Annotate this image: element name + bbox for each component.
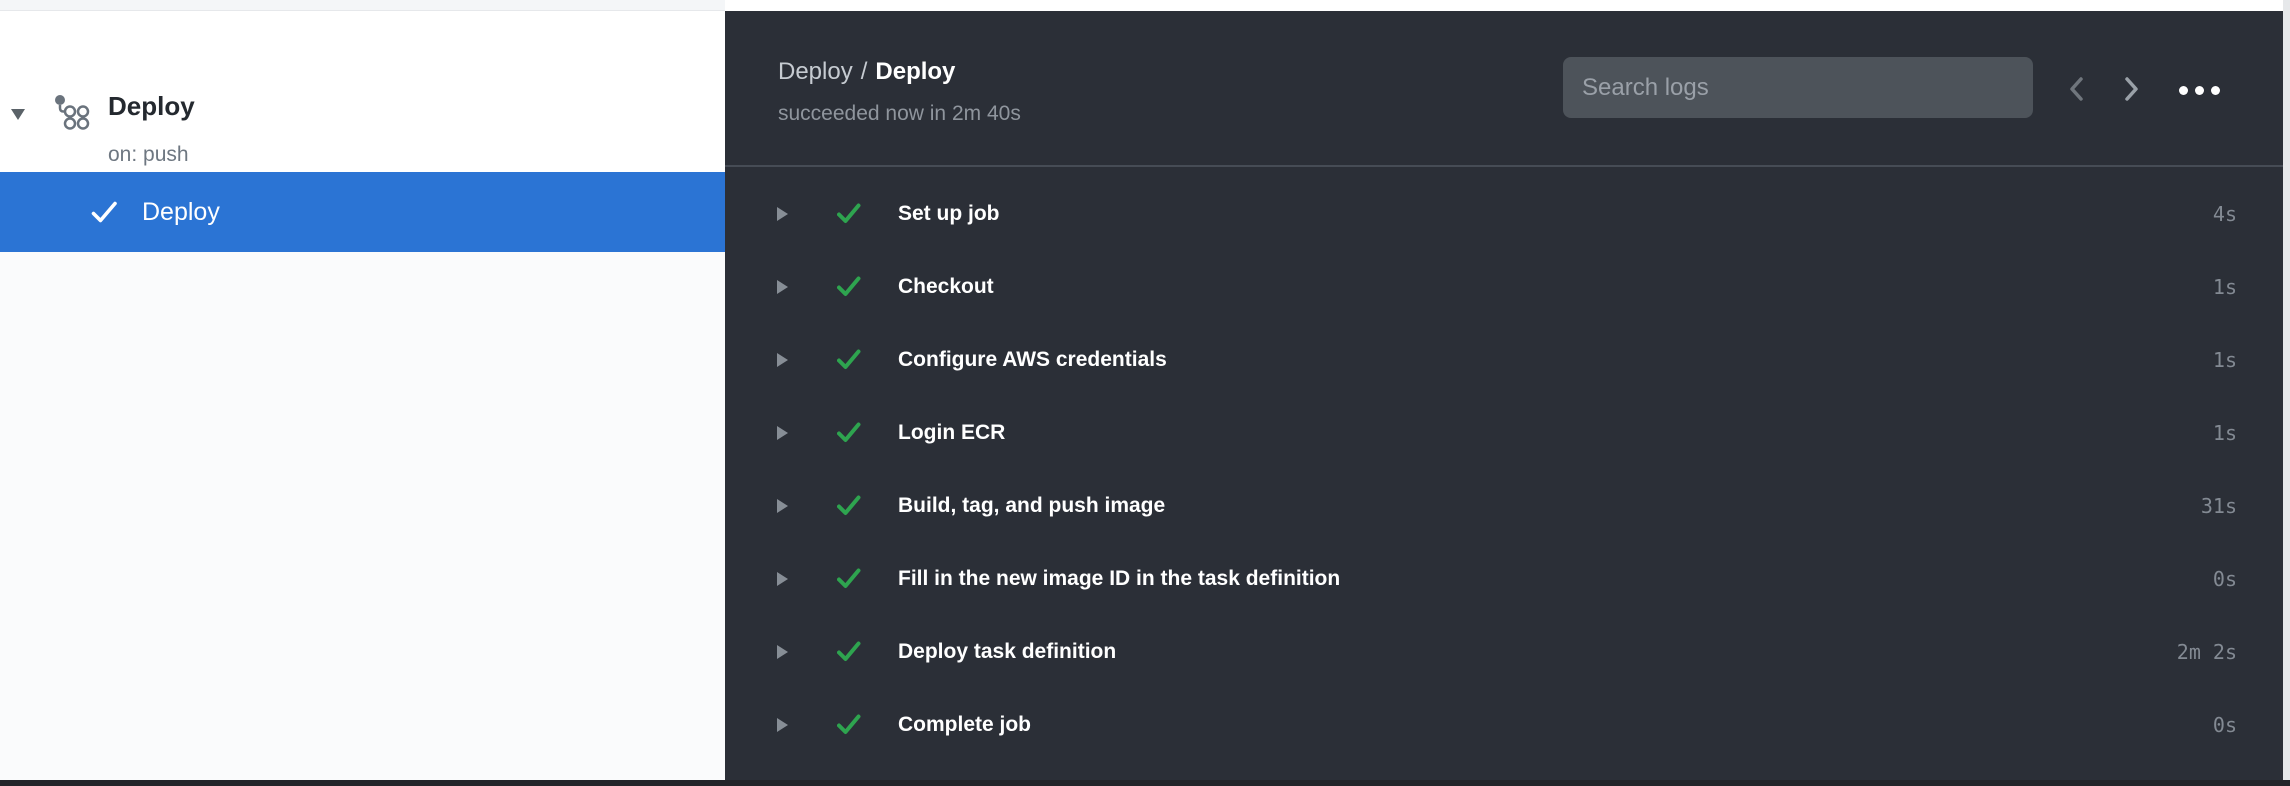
chevron-down-icon[interactable]	[11, 109, 25, 120]
step-success-check-icon	[837, 641, 861, 663]
step-success-check-icon	[837, 714, 861, 736]
workflow-name: Deploy	[108, 91, 195, 121]
workflow-trigger: on: push	[108, 143, 189, 166]
step-duration: 0s	[2212, 712, 2237, 737]
workflow-icon	[52, 93, 92, 136]
step-name: Configure AWS credentials	[898, 347, 1167, 371]
step-success-check-icon	[837, 276, 861, 298]
step-name: Build, tag, and push image	[898, 493, 1166, 517]
step-name: Deploy task definition	[898, 639, 1117, 663]
step-row[interactable]: Configure AWS credentials 1s	[725, 323, 2283, 396]
step-name: Set up job	[898, 201, 1000, 225]
breadcrumb: Deploy / Deploy	[778, 58, 955, 86]
step-row[interactable]: Complete job 0s	[725, 688, 2283, 761]
step-duration: 31s	[2200, 493, 2237, 518]
step-row[interactable]: Login ECR 1s	[725, 396, 2283, 469]
step-name: Checkout	[898, 274, 994, 298]
step-row[interactable]: Fill in the new image ID in the task def…	[725, 542, 2283, 615]
expand-triangle-icon[interactable]	[777, 425, 788, 440]
step-list: Set up job 4s Checkout 1s	[725, 167, 2283, 761]
breadcrumb-job: Deploy	[875, 58, 956, 85]
sidebar-workflow-deploy[interactable]: Deploy on: push	[0, 40, 725, 166]
step-success-check-icon	[837, 495, 861, 517]
step-success-check-icon	[837, 568, 861, 590]
sidebar-job-deploy-selected[interactable]: Deploy	[0, 172, 725, 252]
step-duration: 1s	[2212, 347, 2237, 372]
step-row[interactable]: Build, tag, and push image 31s	[725, 469, 2283, 542]
step-row[interactable]: Set up job 4s	[725, 177, 2283, 250]
job-name: Deploy	[142, 197, 220, 226]
chevron-left-icon	[2068, 76, 2086, 105]
chevron-right-icon	[2122, 76, 2140, 105]
step-duration: 0s	[2212, 566, 2237, 591]
next-match-button[interactable]	[2109, 68, 2153, 112]
step-name: Fill in the new image ID in the task def…	[898, 566, 1341, 590]
header-divider	[725, 165, 2283, 167]
step-name: Complete job	[898, 712, 1032, 736]
log-settings-button[interactable]	[2177, 68, 2221, 112]
step-duration: 2m 2s	[2176, 639, 2237, 664]
step-success-check-icon	[837, 203, 861, 225]
step-duration: 4s	[2212, 201, 2237, 226]
job-status-line: succeeded now in 2m 40s	[778, 102, 1021, 125]
expand-triangle-icon[interactable]	[777, 206, 788, 221]
expand-triangle-icon[interactable]	[777, 717, 788, 732]
expand-triangle-icon[interactable]	[777, 279, 788, 294]
breadcrumb-separator: /	[860, 58, 868, 85]
step-success-check-icon	[837, 422, 861, 444]
breadcrumb-workflow: Deploy	[778, 58, 853, 85]
step-name: Login ECR	[898, 420, 1006, 444]
step-success-check-icon	[837, 349, 861, 371]
expand-triangle-icon[interactable]	[777, 352, 788, 367]
expand-triangle-icon[interactable]	[777, 498, 788, 513]
previous-match-button[interactable]	[2055, 68, 2099, 112]
sidebar-top-strip	[0, 0, 725, 11]
bottom-edge-strip	[0, 780, 2290, 786]
step-row[interactable]: Checkout 1s	[725, 250, 2283, 323]
job-success-check-icon	[91, 201, 118, 224]
expand-triangle-icon[interactable]	[777, 571, 788, 586]
step-row[interactable]: Deploy task definition 2m 2s	[725, 615, 2283, 688]
search-logs-input[interactable]	[1563, 57, 2033, 118]
workflow-sidebar: Deploy on: push Deploy	[0, 0, 725, 780]
expand-triangle-icon[interactable]	[777, 644, 788, 659]
step-duration: 1s	[2212, 420, 2237, 445]
right-edge-strip	[2283, 0, 2290, 780]
log-panel: Deploy / Deploy succeeded now in 2m 40s	[725, 11, 2283, 780]
ellipsis-icon	[2178, 85, 2220, 95]
step-duration: 1s	[2212, 274, 2237, 299]
sidebar-empty-area	[0, 252, 725, 780]
